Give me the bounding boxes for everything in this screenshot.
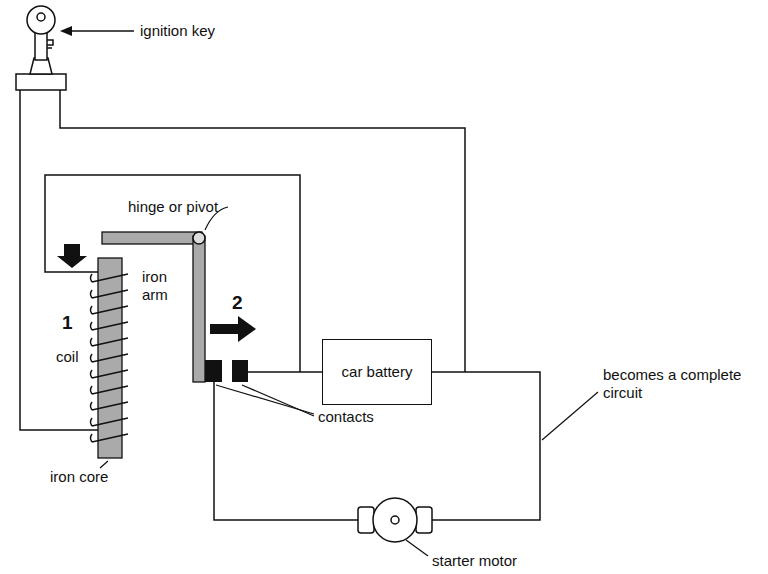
part-label: becomes a complete circuit — [603, 366, 753, 402]
part-label: coil — [56, 348, 79, 366]
force-arrow — [57, 244, 87, 268]
coil-turn — [91, 418, 129, 426]
battery-box: car battery — [322, 339, 432, 405]
coil-turn — [91, 434, 129, 442]
wire — [20, 90, 98, 430]
coil-turn — [91, 306, 129, 314]
wire — [430, 372, 540, 520]
coil-turn — [91, 290, 129, 298]
contact — [205, 360, 222, 382]
coil-turn — [91, 402, 129, 410]
coil-turn — [91, 370, 129, 378]
iron-arm — [102, 232, 202, 244]
coil-turn — [91, 274, 129, 282]
part-label: hinge or pivot — [128, 198, 218, 216]
wire — [248, 371, 330, 373]
part-label: contacts — [318, 408, 374, 426]
starter-motor — [358, 498, 432, 542]
iron-arm — [193, 236, 205, 382]
coil-turn — [91, 354, 129, 362]
wire — [45, 175, 300, 372]
part-label: iron arm — [142, 268, 187, 304]
callout-number: 2 — [232, 294, 243, 312]
force-arrow — [210, 316, 256, 342]
coil-turn — [91, 386, 129, 394]
part-label: starter motor — [432, 552, 517, 570]
part-label: ignition key — [140, 22, 215, 40]
coil-turn — [91, 322, 129, 330]
coil-winding — [91, 274, 129, 442]
coil-turn — [91, 338, 129, 346]
callout-number: 1 — [62, 314, 73, 332]
pivot — [193, 232, 205, 244]
ignition-key — [16, 6, 66, 90]
node-text: car battery — [342, 363, 413, 381]
contact — [232, 360, 248, 382]
part-label: iron core — [50, 468, 108, 486]
